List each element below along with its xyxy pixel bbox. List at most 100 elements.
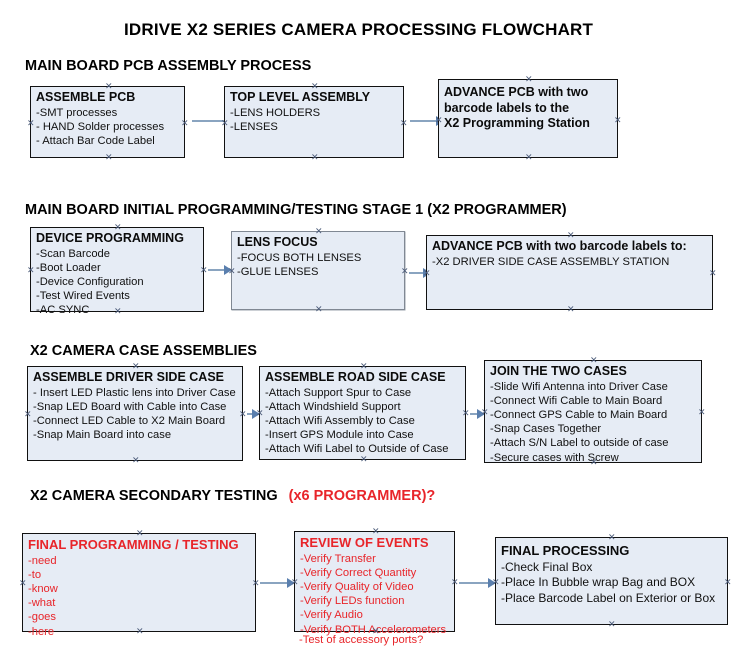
handle-right[interactable] [698,409,705,416]
handle-right[interactable] [724,579,731,586]
handle-top[interactable] [608,534,615,541]
handle-top[interactable] [360,363,367,370]
handle-left[interactable] [481,409,488,416]
handle-left[interactable] [492,579,499,586]
handle-top[interactable] [567,232,574,239]
node-line: -Insert GPS Module into Case [265,429,414,442]
node-line: -Slide Wifi Antenna into Driver Case [490,380,668,393]
handle-left[interactable] [256,410,263,417]
handle-left[interactable] [291,579,298,586]
node-line: -Connect Wifi Cable to Main Board [490,394,663,407]
handle-top[interactable] [105,83,112,90]
handle-bottom[interactable] [360,456,367,463]
node-title: ASSEMBLE PCB [36,90,136,104]
section-heading-2: MAIN BOARD INITIAL PROGRAMMING/TESTING S… [25,202,567,218]
node-line: -Attach Support Spur to Case [265,386,412,399]
handle-bottom[interactable] [132,457,139,464]
node-title: ADVANCE PCB with two barcode labels to: [432,239,687,253]
node-advance-pcb-driver-side[interactable]: ADVANCE PCB with two barcode labels to: … [426,235,713,310]
node-line: -Test Wired Events [36,290,130,303]
handle-right[interactable] [462,410,469,417]
handle-bottom[interactable] [608,621,615,628]
handle-left[interactable] [19,580,26,587]
node-line: -Snap Main Board into case [33,429,172,442]
node-advance-pcb-station[interactable]: ADVANCE PCB with two barcode labels to t… [438,79,618,158]
node-title: LENS FOCUS [237,235,318,249]
node-title: JOIN THE TWO CASES [490,364,627,378]
handle-top[interactable] [590,357,597,364]
handle-bottom[interactable] [105,154,112,161]
handle-bottom[interactable] [311,154,318,161]
node-line: -LENSES [230,120,278,133]
handle-left[interactable] [221,120,228,127]
section-heading-1: MAIN BOARD PCB ASSEMBLY PROCESS [25,58,312,74]
node-line: -goes [28,611,56,624]
node-line: -AC SYNC [36,304,90,317]
handle-top[interactable] [114,224,121,231]
connector-2-2 [409,272,429,274]
handle-top[interactable] [311,83,318,90]
node-line: -Check Final Box [501,559,593,574]
section-heading-4: X2 CAMERA SECONDARY TESTING (x6 PROGRAMM… [30,488,435,504]
handle-right[interactable] [252,580,259,587]
node-assemble-road-side-case[interactable]: ASSEMBLE ROAD SIDE CASE -Attach Support … [259,366,466,460]
handle-right[interactable] [709,270,716,277]
handle-left[interactable] [27,267,34,274]
handle-left[interactable] [423,270,430,277]
node-title: FINAL PROCESSING [501,543,630,558]
handle-bottom[interactable] [590,459,597,466]
node-review-of-events[interactable]: REVIEW OF EVENTS -Verify Transfer -Verif… [291,528,458,646]
node-line: -GLUE LENSES [237,265,319,278]
handle-top[interactable] [315,228,322,235]
handle-left[interactable] [24,411,31,418]
connector-1-2 [410,120,442,122]
handle-top[interactable] [132,363,139,370]
handle-left[interactable] [435,117,442,124]
handle-top[interactable] [525,76,532,83]
node-final-processing[interactable]: FINAL PROCESSING -Check Final Box -Place… [495,537,728,625]
section-heading-4-accent: (x6 PROGRAMMER)? [288,488,436,504]
node-title: ASSEMBLE DRIVER SIDE CASE [33,370,225,384]
handle-right[interactable] [451,579,458,586]
handle-top[interactable] [136,530,143,537]
node-lens-focus[interactable]: LENS FOCUS -FOCUS BOTH LENSES -GLUE LENS… [231,231,405,310]
handle-bottom[interactable] [567,306,574,313]
node-line: -Snap LED Board with Cable into Case [33,400,227,413]
node-join-the-two-cases[interactable]: JOIN THE TWO CASES -Slide Wifi Antenna i… [481,357,705,466]
handle-right[interactable] [614,117,621,124]
node-title-line3: X2 Programming Station [444,116,590,130]
node-line: -Connect LED Cable to X2 Main Board [33,414,226,427]
node-line: -to [28,568,42,581]
handle-right[interactable] [181,120,188,127]
handle-bottom[interactable] [315,306,322,313]
node-device-programming[interactable]: DEVICE PROGRAMMING -Scan Barcode -Boot L… [27,224,207,316]
handle-right[interactable] [401,268,408,275]
node-assemble-pcb[interactable]: ASSEMBLE PCB -SMT processes - HAND Solde… [30,86,185,158]
node-line: -SMT processes [36,106,118,119]
handle-left[interactable] [228,268,235,275]
node-title-line2: barcode labels to the [444,100,570,115]
handle-bottom[interactable] [136,628,143,635]
handle-left[interactable] [27,120,34,127]
handle-right[interactable] [200,267,207,274]
node-line: -Place Barcode Label on Exterior or Box [501,590,716,605]
node-line: -Verify Quality of Video [300,580,414,593]
handle-bottom[interactable] [372,628,379,635]
handle-right[interactable] [239,411,246,418]
handle-bottom[interactable] [525,154,532,161]
node-title: REVIEW OF EVENTS [300,535,429,550]
node-line: - Attach Bar Code Label [36,134,155,147]
node-line: -LENS HOLDERS [230,106,321,119]
handle-bottom[interactable] [114,308,121,315]
node-line: -Device Configuration [36,275,144,288]
handle-right[interactable] [400,120,407,127]
node-line: -Place In Bubble wrap Bag and BOX [501,575,696,589]
node-assemble-driver-side-case[interactable]: ASSEMBLE DRIVER SIDE CASE - Insert LED P… [27,366,243,461]
node-top-level-assembly[interactable]: TOP LEVEL ASSEMBLY -LENS HOLDERS -LENSES [224,86,404,158]
node-final-programming-testing[interactable]: FINAL PROGRAMMING / TESTING -need -to -k… [19,530,259,638]
handle-top[interactable] [372,528,379,535]
page-title: IDRIVE X2 SERIES CAMERA PROCESSING FLOWC… [124,20,594,39]
node-title: ADVANCE PCB with two [444,85,589,99]
node-line: -Verify Transfer [300,552,376,565]
node-line: -Attach S/N Label to outside of case [490,437,669,450]
